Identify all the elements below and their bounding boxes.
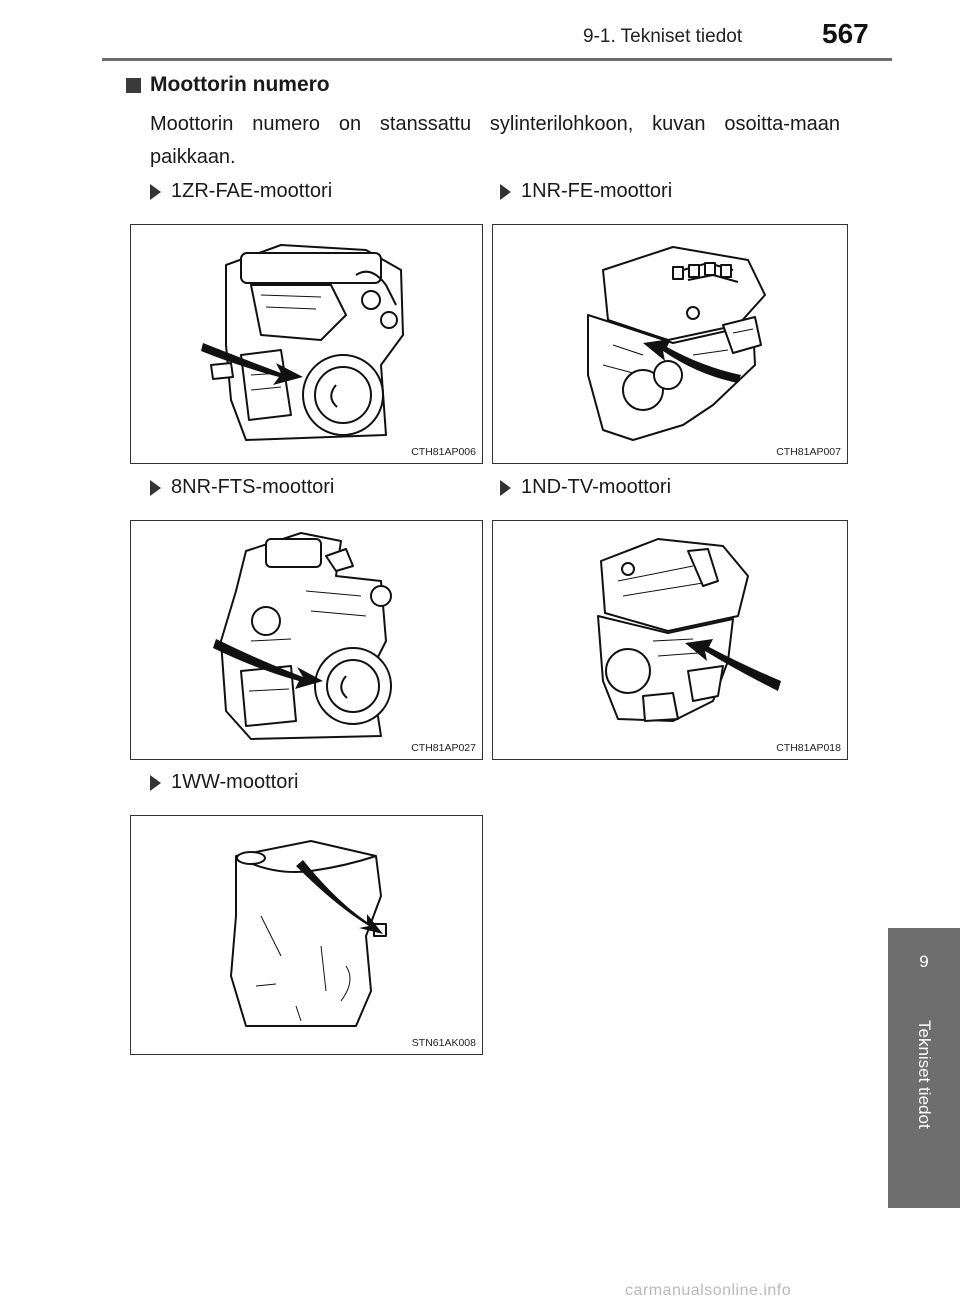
header-divider <box>102 58 892 61</box>
figure-caption-text: 8NR-FTS-moottori <box>171 476 335 498</box>
section-square-icon <box>126 78 141 93</box>
chapter-number: 9 <box>919 952 929 971</box>
figure-code: CTH81AP027 <box>411 742 476 754</box>
figure-caption-text: 1NR-FE-moottori <box>521 180 673 202</box>
engine-illustration-icon <box>213 532 392 740</box>
figure-caption-1nr: 1NR-FE-moottori <box>500 180 672 203</box>
running-header-section: 9-1. Tekniset tiedot <box>583 26 743 47</box>
figure-1nd-tv: CTH81AP018 <box>492 520 848 760</box>
triangle-bullet-icon <box>150 774 161 791</box>
triangle-bullet-icon <box>150 183 161 200</box>
figure-code: STN61AK008 <box>411 1037 476 1049</box>
engine-illustration-icon <box>230 840 387 1027</box>
figure-1zr-fae: CTH81AP006 <box>130 224 483 464</box>
figure-caption-text: 1ND-TV-moottori <box>521 476 672 498</box>
figure-code: CTH81AP006 <box>411 446 476 458</box>
triangle-bullet-icon <box>150 479 161 496</box>
figure-caption-1zr: 1ZR-FAE-moottori <box>150 180 332 203</box>
figure-1ww: STN61AK008 <box>130 815 483 1055</box>
figure-8nr-fts: CTH81AP027 <box>130 520 483 760</box>
figure-caption-8nr: 8NR-FTS-moottori <box>150 476 334 499</box>
chapter-tab: 9 Tekniset tiedot <box>888 928 960 1208</box>
figure-code: CTH81AP007 <box>776 446 841 458</box>
figure-caption-1ww: 1WW-moottori <box>150 771 298 794</box>
engine-illustration-icon <box>597 538 781 722</box>
figure-caption-1nd: 1ND-TV-moottori <box>500 476 671 499</box>
engine-illustration-icon <box>587 246 766 441</box>
section-title: Moottorin numero <box>150 73 330 96</box>
figure-code: CTH81AP018 <box>776 742 841 754</box>
figure-caption-text: 1WW-moottori <box>171 771 299 793</box>
figure-1nr-fe: CTH81AP007 <box>492 224 848 464</box>
triangle-bullet-icon <box>500 479 511 496</box>
engine-illustration-icon <box>201 244 404 441</box>
figure-caption-text: 1ZR-FAE-moottori <box>171 180 333 202</box>
chapter-title: Tekniset tiedot <box>915 1020 934 1129</box>
triangle-bullet-icon <box>500 183 511 200</box>
page-number: 567 <box>822 18 869 49</box>
section-body-text: Moottorin numero on stanssattu sylinteri… <box>150 113 840 168</box>
watermark: carmanualsonline.info <box>625 1282 792 1299</box>
